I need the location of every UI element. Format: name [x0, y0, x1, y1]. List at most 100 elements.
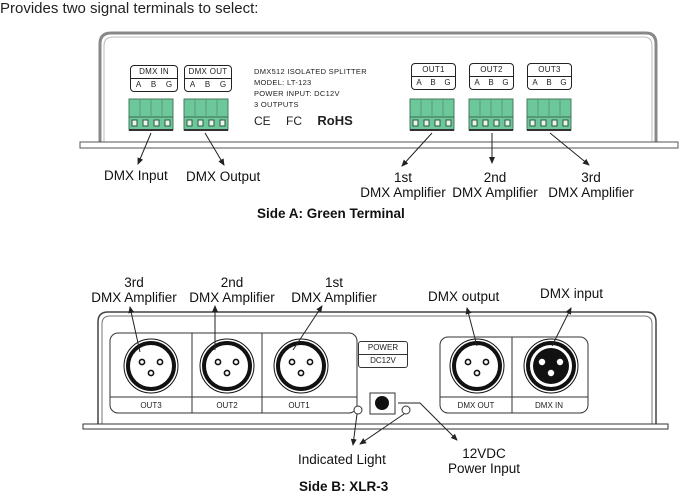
arrow-power-input	[398, 402, 458, 441]
arrow-led-1	[350, 413, 358, 446]
terminal-screw	[164, 119, 171, 127]
indicator-led-1	[353, 405, 363, 415]
terminal-screw	[197, 119, 204, 127]
xlr-pin	[538, 358, 546, 366]
xlr-pin	[214, 358, 222, 366]
terminal-screw	[471, 119, 478, 127]
terminal-screw	[562, 119, 569, 127]
terminal-screw	[412, 119, 419, 127]
intro-text: Provides two signal terminals to select:	[0, 0, 259, 17]
xlr-connector-dmx-out	[449, 338, 505, 394]
green-terminal-dmx-in	[128, 98, 174, 131]
power-label: POWER DC12V	[358, 341, 408, 368]
xlr-pin	[223, 369, 231, 377]
terminal-screw	[186, 119, 193, 127]
terminal-screw	[493, 119, 500, 127]
callout-dmx-input-b: DMX input	[540, 286, 604, 301]
side-a-arrows	[137, 132, 590, 167]
green-terminals	[128, 98, 572, 131]
xlr-pin	[297, 369, 305, 377]
arrow-dmx-output	[204, 132, 225, 166]
green-terminal-dmx-out	[183, 98, 229, 131]
green-terminal-out2	[468, 98, 514, 131]
callout-3rd-amplifier: 3rd DMX Amplifier	[548, 170, 634, 200]
terminal-screw	[423, 119, 430, 127]
power-jack-area	[353, 392, 411, 415]
xlr-label-dmx-out: DMX OUT	[457, 401, 495, 410]
certification-marks: CE FC RoHS	[254, 113, 365, 128]
callout-power-input: 12VDC Power Input	[447, 446, 521, 476]
callout-3rd-amplifier-b: 3rd DMX Amplifier	[91, 275, 177, 305]
callout-1st-amplifier: 1st DMX Amplifier	[360, 170, 446, 200]
terminal-screw	[445, 119, 452, 127]
side-b-enclosure	[82, 311, 669, 430]
xlr-label-out3: OUT3	[140, 401, 162, 410]
xlr-connector-out1	[273, 338, 329, 394]
terminal-screw	[504, 119, 511, 127]
xlr-pin	[138, 358, 146, 366]
arrow-out3	[128, 306, 141, 353]
xlr-connector-dmx-in	[523, 338, 579, 394]
side-b-caption: Side B: XLR-3	[299, 479, 389, 494]
info-line-power: POWER INPUT: DC12V	[254, 89, 340, 98]
xlr-connectors	[123, 338, 579, 394]
xlr-pin	[156, 358, 164, 366]
xlr-label-dmx-in: DMX IN	[535, 401, 563, 410]
arrow-out3	[549, 132, 590, 166]
arrow-dmx-out	[465, 307, 478, 347]
xlr-pin	[306, 358, 314, 366]
callout-dmx-output: DMX Output	[186, 169, 261, 184]
side-b-arrows	[128, 305, 572, 446]
side-a-enclosure	[79, 31, 679, 149]
xlr-pin	[556, 358, 564, 366]
terminal-screw	[219, 119, 226, 127]
terminal-screw	[551, 119, 558, 127]
fcc-mark-icon: FC	[286, 114, 303, 128]
xlr-pin	[232, 358, 240, 366]
terminal-screw	[482, 119, 489, 127]
arrow-dmx-input	[137, 132, 152, 165]
xlr-connector-out2	[199, 338, 255, 394]
xlr-pin	[547, 369, 555, 377]
xlr-pin	[482, 358, 490, 366]
xlr-pin	[464, 358, 472, 366]
rohs-mark-icon: RoHS	[317, 113, 353, 128]
callout-2nd-amplifier-b: 2nd DMX Amplifier	[189, 275, 275, 305]
callout-2nd-amplifier: 2nd DMX Amplifier	[452, 170, 538, 200]
xlr-pin	[147, 369, 155, 377]
terminal-screw	[208, 119, 215, 127]
callout-indicated-light: Indicated Light	[298, 452, 386, 467]
arrow-out1	[401, 132, 433, 167]
green-terminal-out1	[409, 98, 455, 131]
power-jack-hole	[375, 396, 389, 410]
info-line-model: MODEL: LT-123	[254, 78, 312, 87]
arrow-out1	[292, 305, 323, 351]
arrow-led-2	[359, 413, 405, 445]
xlr-label-out2: OUT2	[216, 401, 238, 410]
xlr-connector-out3	[123, 338, 179, 394]
terminal-screw	[153, 119, 160, 127]
terminal-screw	[540, 119, 547, 127]
ce-mark-icon: CE	[254, 114, 271, 128]
callout-dmx-input: DMX Input	[104, 168, 168, 183]
callout-dmx-output-b: DMX output	[428, 289, 500, 304]
xlr-label-out1: OUT1	[288, 401, 310, 410]
terminal-screw	[529, 119, 536, 127]
green-terminal-out3	[526, 98, 572, 131]
info-line-title: DMX512 ISOLATED SPLITTER	[254, 67, 367, 76]
terminal-screw	[434, 119, 441, 127]
callout-1st-amplifier-b: 1st DMX Amplifier	[291, 275, 377, 305]
terminal-screw	[142, 119, 149, 127]
indicator-led-2	[401, 405, 411, 415]
info-line-outputs: 3 OUTPUTS	[254, 100, 299, 109]
xlr-pin	[473, 369, 481, 377]
terminal-screw	[131, 119, 138, 127]
arrow-dmx-in	[551, 307, 572, 347]
side-a-caption: Side A: Green Terminal	[257, 206, 405, 221]
